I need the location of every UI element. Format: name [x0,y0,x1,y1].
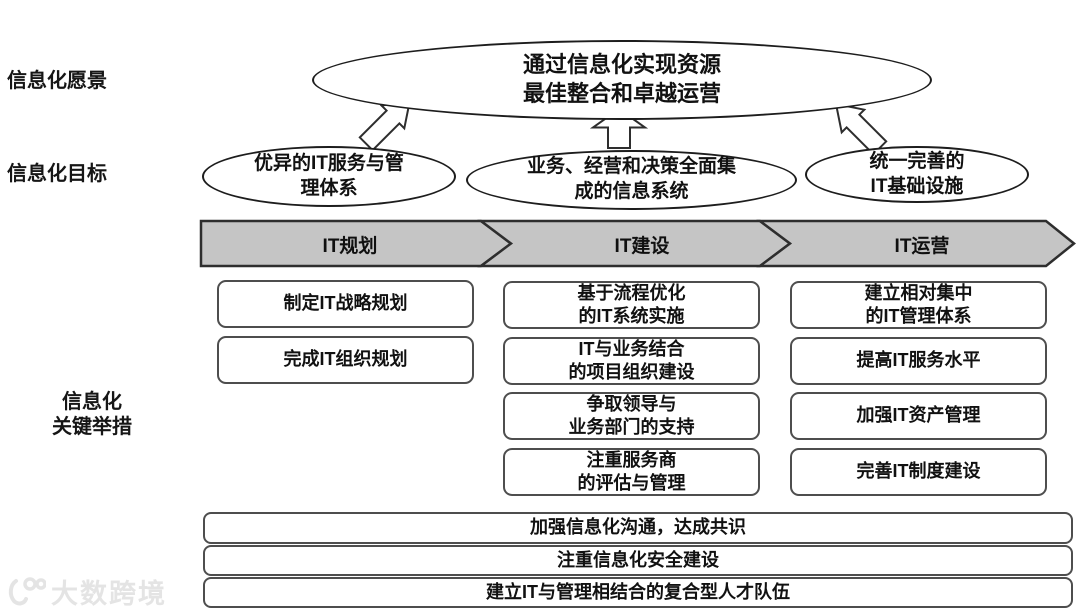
row-label-vision: 信息化愿景 [7,70,107,92]
row-label-measures: 信息化 关键举措 [52,391,132,438]
measure-box: 完成IT组织规划 [217,336,474,384]
measure-box: 制定IT战略规划 [217,280,474,328]
vision-ellipse: 通过信息化实现资源 最佳整合和卓越运营 [312,40,932,120]
bottom-bar-communication: 加强信息化沟通，达成共识 [203,512,1073,544]
phase-chevron-3 [756,219,1076,268]
brand-logo-icon [8,576,46,605]
measure-box: 加强IT资产管理 [790,392,1047,440]
measure-box: 基于流程优化 的IT系统实施 [503,281,760,329]
bottom-bar-talent: 建立IT与管理相结合的复合型人才队伍 [203,577,1073,608]
goal-ellipse-infrastructure: 统一完善的 IT基础设施 [805,146,1029,203]
up-arrow-left-icon [358,98,412,152]
measure-box: 建立相对集中 的IT管理体系 [790,281,1047,329]
measure-box: 争取领导与 业务部门的支持 [503,392,760,440]
row-label-goal: 信息化目标 [7,163,107,185]
watermark-text: 大数跨境 [51,579,167,609]
phase-label-planning: IT规划 [322,235,378,257]
measure-box: 完善IT制度建设 [790,448,1047,496]
measure-box: 注重服务商 的评估与管理 [503,448,760,496]
measure-box: 提高IT服务水平 [790,337,1047,385]
bottom-bar-security: 注重信息化安全建设 [203,545,1073,576]
phase-label-operation: IT运营 [894,235,950,257]
measure-box: IT与业务结合 的项目组织建设 [503,337,760,385]
goal-ellipse-info-system: 业务、经营和决策全面集 成的信息系统 [466,150,797,210]
phase-label-construction: IT建设 [614,235,670,257]
goal-ellipse-it-service: 优异的IT服务与管 理体系 [202,146,456,207]
watermark: 大数跨境 [6,572,167,611]
